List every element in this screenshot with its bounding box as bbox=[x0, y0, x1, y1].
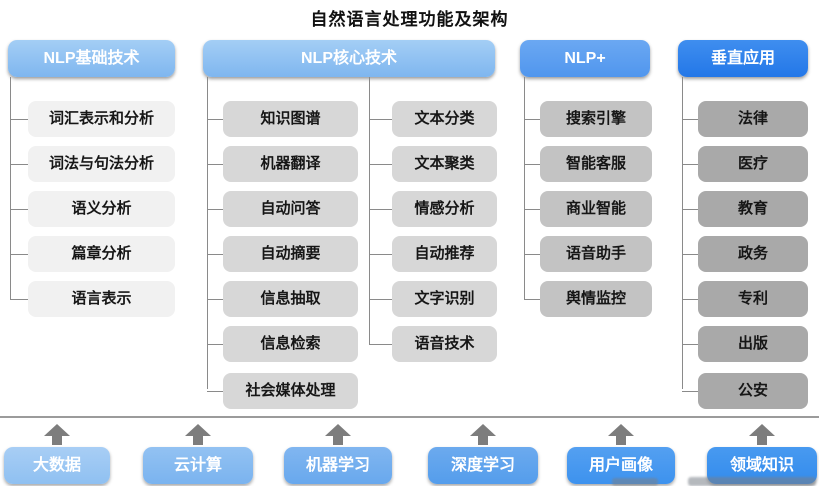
node-box: 智能客服 bbox=[524, 146, 652, 182]
node-box: 机器翻译 bbox=[207, 146, 358, 182]
node-box: 医疗 bbox=[682, 146, 808, 182]
foundation-box: 深度学习 bbox=[428, 447, 538, 484]
node-box: 文字识别 bbox=[369, 281, 497, 317]
foundation-box: 大数据 bbox=[4, 447, 110, 484]
node-box: 搜索引擎 bbox=[524, 101, 652, 137]
node-box: 知识图谱 bbox=[207, 101, 358, 137]
node-box: 篇章分析 bbox=[10, 236, 175, 272]
foundation-box: 云计算 bbox=[143, 447, 253, 484]
node-box: 信息抽取 bbox=[207, 281, 358, 317]
node-box: 文本分类 bbox=[369, 101, 497, 137]
node-box: 公安 bbox=[682, 373, 808, 409]
up-arrow-icon bbox=[44, 424, 70, 445]
node-box: 政务 bbox=[682, 236, 808, 272]
header-nlp-basic: NLP基础技术 bbox=[8, 40, 175, 77]
watermark-artifact bbox=[612, 478, 658, 486]
connector-line bbox=[10, 77, 11, 299]
up-arrow-icon bbox=[608, 424, 634, 445]
connector-line bbox=[524, 77, 525, 299]
node-box: 语音助手 bbox=[524, 236, 652, 272]
up-arrow-icon bbox=[470, 424, 496, 445]
node-box: 法律 bbox=[682, 101, 808, 137]
node-box: 信息检索 bbox=[207, 326, 358, 362]
node-box: 词汇表示和分析 bbox=[10, 101, 175, 137]
node-box: 专利 bbox=[682, 281, 808, 317]
node-box: 社会媒体处理 bbox=[207, 373, 358, 409]
node-box: 文本聚类 bbox=[369, 146, 497, 182]
node-box: 语义分析 bbox=[10, 191, 175, 227]
header-nlp-plus: NLP+ bbox=[520, 40, 650, 77]
connector-line bbox=[682, 77, 683, 389]
node-box: 词法与句法分析 bbox=[10, 146, 175, 182]
node-box: 情感分析 bbox=[369, 191, 497, 227]
node-box: 语音技术 bbox=[369, 326, 497, 362]
node-box: 自动摘要 bbox=[207, 236, 358, 272]
diagram-title: 自然语言处理功能及架构 bbox=[310, 10, 509, 29]
node-box: 舆情监控 bbox=[524, 281, 652, 317]
node-box: 商业智能 bbox=[524, 191, 652, 227]
watermark-artifact bbox=[688, 477, 816, 486]
header-vertical-apps: 垂直应用 bbox=[678, 40, 808, 77]
node-box: 出版 bbox=[682, 326, 808, 362]
connector-line bbox=[369, 77, 370, 344]
node-box: 教育 bbox=[682, 191, 808, 227]
node-box: 自动问答 bbox=[207, 191, 358, 227]
connector-line bbox=[207, 77, 208, 389]
node-box: 语言表示 bbox=[10, 281, 175, 317]
up-arrow-icon bbox=[749, 424, 775, 445]
header-nlp-core: NLP核心技术 bbox=[203, 40, 495, 77]
separator-line bbox=[0, 416, 819, 418]
up-arrow-icon bbox=[325, 424, 351, 445]
foundation-box: 用户画像 bbox=[567, 447, 675, 484]
up-arrow-icon bbox=[185, 424, 211, 445]
node-box: 自动推荐 bbox=[369, 236, 497, 272]
foundation-box: 机器学习 bbox=[284, 447, 392, 484]
